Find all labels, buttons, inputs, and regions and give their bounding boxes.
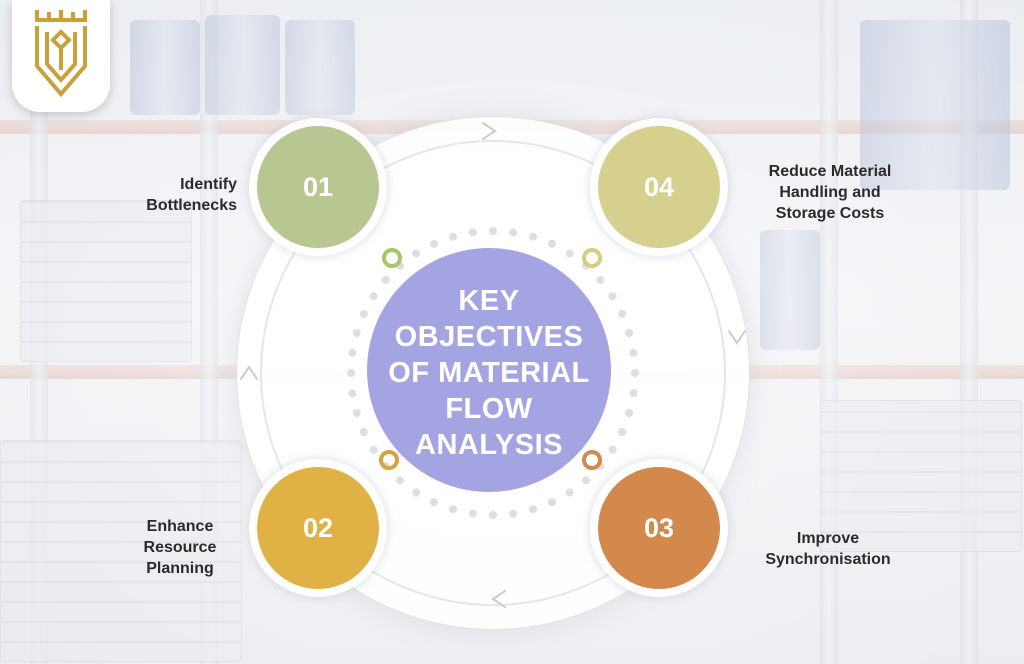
objective-label-line: Improve [796,530,860,547]
decorative-dot [625,409,634,417]
objective-node-04: 04 [598,126,720,248]
decorative-dot [565,249,574,258]
arrow-bottom-icon [491,590,506,608]
decorative-dot [548,239,556,248]
objective-label-line: Enhance [146,518,214,535]
decorative-dot [548,498,556,507]
accent-ring-yellow [582,248,602,268]
decorative-dot [618,310,627,318]
objective-label-03: Improve Synchronisation [745,528,911,570]
objective-number: 01 [302,171,334,202]
decorative-dot [352,329,361,337]
decorative-dot [608,292,617,301]
decorative-dot [629,389,638,398]
decorative-dot [412,488,421,497]
decorative-dot [596,276,605,284]
objective-label-line: Handling and [779,184,881,201]
crown-shield-icon [35,10,87,98]
objective-label-01: Identify Bottlenecks [146,174,237,216]
decorative-dot [509,228,518,237]
center-title: KEY OBJECTIVES OF MATERIAL FLOW ANALYSIS [374,283,604,463]
accent-ring-green [382,248,402,268]
center-title-line: FLOW [445,393,533,425]
decorative-dot [347,369,355,377]
decorative-dot [359,310,368,318]
decorative-dot [529,232,537,241]
decorative-dot [608,445,617,454]
decorative-dot [348,389,357,398]
objective-label-line: Bottlenecks [146,197,237,214]
objective-label-02: Enhance Resource Planning [124,516,236,579]
objective-node-01: 01 [257,126,379,248]
arrow-top-icon [482,122,497,140]
center-title-line: ANALYSIS [415,429,563,461]
objective-number: 03 [643,512,675,543]
decorative-dot [396,476,404,485]
decorative-dot [430,239,438,248]
logo [12,0,110,112]
decorative-dot [348,348,357,357]
objective-label-04: Reduce Material Handling and Storage Cos… [748,161,912,224]
center-title-line: OF MATERIAL [388,357,590,389]
decorative-dot [381,276,390,284]
decorative-dot [369,292,378,301]
arrow-left-icon [240,365,258,380]
center-title-line: KEY [458,285,520,317]
objective-label-line: Resource [143,539,217,556]
decorative-dot [359,428,368,436]
decorative-dot [582,476,590,485]
accent-ring-red [582,450,602,470]
decorative-dot [449,232,457,241]
decorative-dot [468,228,477,237]
decorative-dot [625,329,634,337]
objective-label-line: Storage Costs [775,205,885,222]
objective-label-line: Planning [146,560,214,577]
cycle-arrows [240,122,746,608]
decorative-dot [489,227,497,235]
decorative-dot [509,509,518,518]
decorative-dot [412,249,421,258]
decorative-dot [468,509,477,518]
decorative-dot [369,445,378,454]
objective-node-02: 02 [257,467,379,589]
decorative-dot [631,369,639,377]
objective-number: 04 [643,171,675,202]
objective-number: 02 [302,512,334,543]
decorative-dot [449,505,457,514]
decorative-dot [489,511,497,519]
arrow-right-icon [728,330,746,345]
objective-node-03: 03 [598,467,720,589]
objective-label-line: Synchronisation [765,551,891,568]
decorative-dot [565,488,574,497]
accent-ring-orange [379,450,399,470]
objective-label-line: Identify [180,176,237,193]
decorative-dot [629,348,638,357]
decorative-dot [352,409,361,417]
center-title-line: OBJECTIVES [394,321,584,353]
center-title-circle: KEY OBJECTIVES OF MATERIAL FLOW ANALYSIS [367,248,611,492]
decorative-dot [529,505,537,514]
decorative-dot [618,428,627,436]
decorative-dot [430,498,438,507]
objective-label-line: Reduce Material [768,163,892,180]
